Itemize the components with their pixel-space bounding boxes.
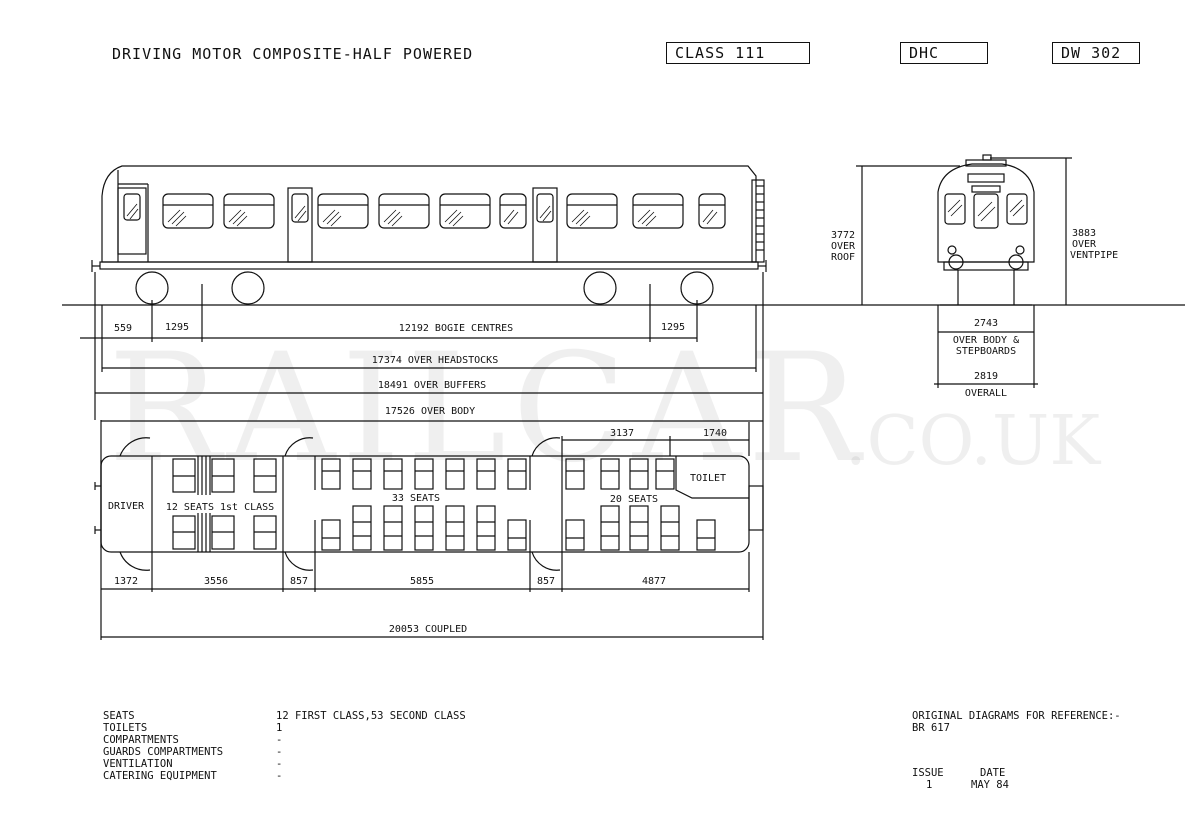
watermark-suffix: .CO.UK [845,402,1101,481]
dim-vent-l2: VENTPIPE [1070,250,1118,261]
side-elevation [62,165,1185,420]
door-cab [117,187,147,255]
plan-first-class: 12 SEATS 1st CLASS [166,502,274,513]
dim-4877: 4877 [642,576,666,587]
spec-value: - [276,746,283,758]
dim-width-body-l1: OVER BODY & [953,335,1019,346]
coach-body [101,165,757,263]
toilet-partition [675,456,749,499]
spec-label: COMPARTMENTS [103,734,179,746]
dim-3137: 3137 [610,428,634,439]
solebar [99,261,759,270]
reference-line1: ORIGINAL DIAGRAMS FOR REFERENCE:- [912,710,1121,722]
watermark-main: RAILCAR [108,322,867,496]
dim-width-overall: 2819 [974,371,998,382]
wheel-4 [680,271,714,305]
reference-block: ORIGINAL DIAGRAMS FOR REFERENCE:- BR 617 [912,710,1121,734]
date-value: MAY 84 [971,779,1009,791]
side-windows [162,193,726,229]
dim-roof-l2: ROOF [831,252,855,263]
spec-value: - [276,770,283,782]
diagram-title: DRIVING MOTOR COMPOSITE-HALF POWERED [112,45,474,63]
spec-labels: SEATS TOILETS COMPARTMENTS GUARDS COMPAR… [103,710,223,782]
dim-857a: 857 [290,576,308,587]
dim-5855: 5855 [410,576,434,587]
dim-coupled: 20053 COUPLED [389,624,467,635]
issue-value: 1 [926,779,933,791]
second-class-seats [321,458,716,551]
spec-values: 12 FIRST CLASS,53 SECOND CLASS 1 - - - - [276,710,466,782]
wheel-3 [583,271,617,305]
dim-width-body-l2: STEPBOARDS [956,346,1016,357]
dim-1740: 1740 [703,428,727,439]
window-hatching [126,199,1025,227]
class-box: CLASS 111 [666,42,810,64]
dim-width-body: 2743 [974,318,998,329]
reference-line2: BR 617 [912,722,950,734]
spec-value: - [276,758,283,770]
dim-1372: 1372 [114,576,138,587]
dim-1295-right: 1295 [661,322,685,333]
dim-over-buffers: 18491 OVER BUFFERS [378,380,486,391]
dim-roof-value: 3772 [831,230,855,241]
end-view [856,154,1072,388]
plan-20-seats: 20 SEATS [610,494,658,505]
spec-value: 12 FIRST CLASS,53 SECOND CLASS [276,710,466,722]
door-1 [287,187,313,263]
type-code-box: DHC [900,42,988,64]
spec-label: SEATS [103,710,135,722]
dim-over-headstocks: 17374 OVER HEADSTOCKS [372,355,498,366]
plan-view [94,420,764,640]
plan-toilet: TOILET [690,473,726,484]
dim-vent-value: 3883 [1072,228,1096,239]
plan-33-seats: 33 SEATS [392,493,440,504]
date-label: DATE [980,767,1006,779]
spec-label: GUARDS COMPARTMENTS [103,746,224,758]
spec-label: CATERING EQUIPMENT [103,770,217,782]
dim-roof-l1: OVER [831,241,856,252]
dim-vent-l1: OVER [1072,239,1097,250]
issue-label: ISSUE [912,767,944,779]
spec-label: TOILETS [103,722,148,734]
dim-559: 559 [114,323,132,334]
dim-width-overall-l1: OVERALL [965,388,1007,399]
dim-3556: 3556 [204,576,228,587]
dim-857b: 857 [537,576,555,587]
dim-1295-left: 1295 [165,322,189,333]
dim-bogie-centres: 12192 BOGIE CENTRES [399,323,513,334]
plan-driver: DRIVER [108,501,145,512]
door-2 [532,187,558,263]
spec-value: - [276,734,283,746]
spec-label: VENTILATION [103,758,173,770]
spec-value: 1 [276,722,283,734]
wheel-2 [231,271,265,305]
end-body [937,163,1035,263]
diagram-number-box: DW 302 [1052,42,1140,64]
dim-over-body: 17526 OVER BODY [385,406,475,417]
first-class-seats [172,456,277,552]
wheel-1 [135,271,169,305]
